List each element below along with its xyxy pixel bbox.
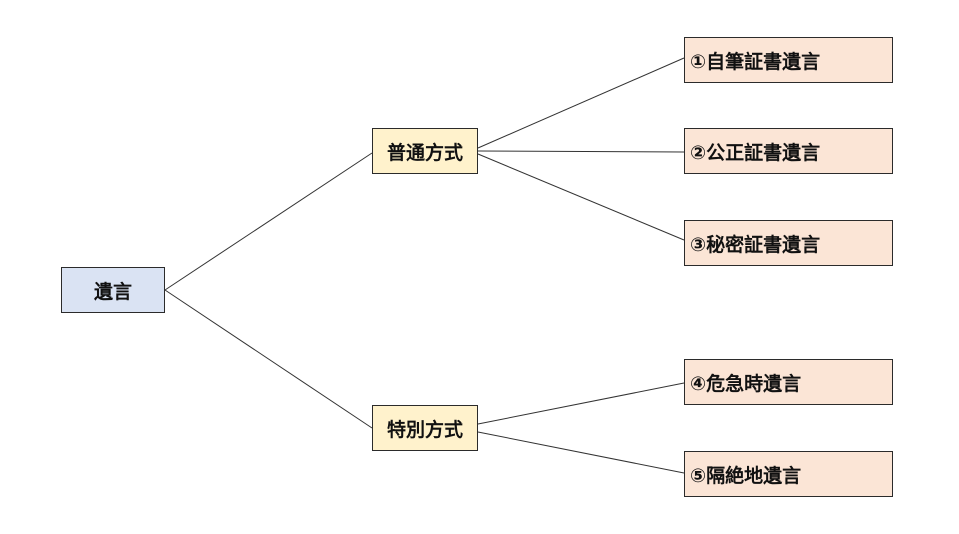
root-node-label: 遺言 [93,280,132,303]
edge-special-leaf-4 [477,382,685,425]
leaf-node-holographic-will: ①自筆証書遺言 [684,37,893,83]
edge-root-special [164,289,373,429]
edge-root-ordinary [164,152,373,291]
edge-special-leaf-5 [477,431,685,474]
edge-ordinary-leaf-1 [477,57,685,149]
leaf-node-emergency-will: ④危急時遺言 [684,359,893,405]
root-node-will: 遺言 [61,267,165,313]
branch-node-special-method: 特別方式 [372,405,478,451]
leaf-node-label: ④危急時遺言 [690,372,802,395]
branch-node-label: 特別方式 [386,418,463,441]
edge-ordinary-leaf-3 [477,153,685,241]
leaf-node-secret-will: ③秘密証書遺言 [684,220,893,266]
edge-ordinary-leaf-2 [477,150,685,153]
leaf-node-notarial-will: ②公正証書遺言 [684,128,893,174]
leaf-node-isolated-place-will: ⑤隔絶地遺言 [684,451,893,497]
leaf-node-label: ①自筆証書遺言 [690,50,821,73]
leaf-node-label: ⑤隔絶地遺言 [690,464,802,487]
branch-node-label: 普通方式 [386,141,463,164]
leaf-node-label: ③秘密証書遺言 [690,233,821,256]
branch-node-ordinary-method: 普通方式 [372,128,478,174]
leaf-node-label: ②公正証書遺言 [690,141,821,164]
